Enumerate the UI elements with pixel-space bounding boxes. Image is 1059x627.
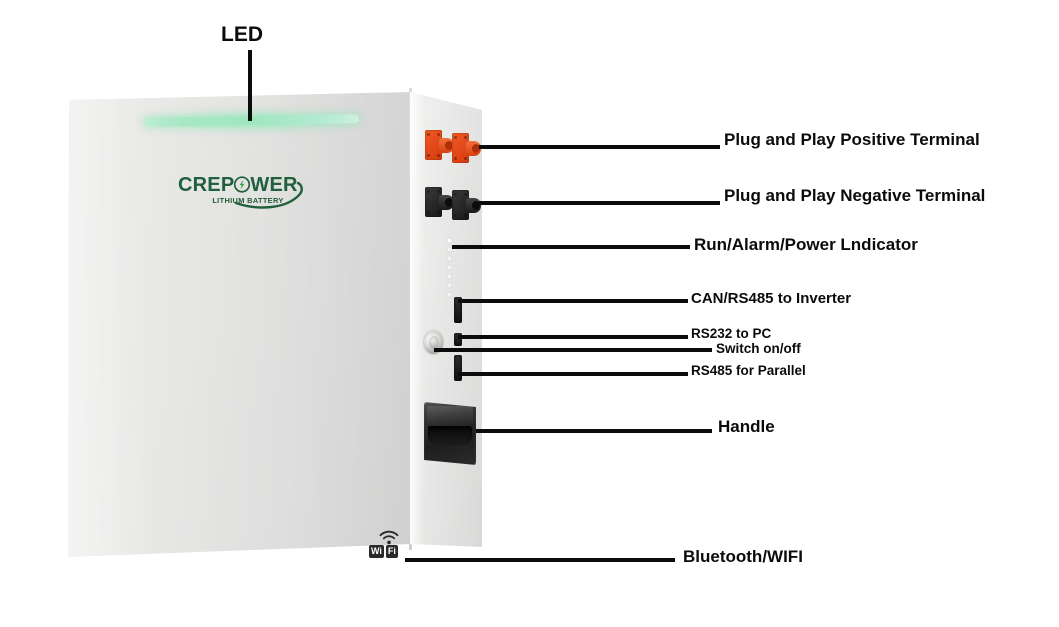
leader-line-bluetooth-wifi [405, 558, 675, 562]
leader-line-rs232 [458, 335, 688, 339]
rs485-parallel-port[interactable] [454, 355, 462, 381]
callout-label-positive: Plug and Play Positive Terminal [724, 130, 980, 149]
lightning-bolt-icon [234, 176, 251, 193]
callout-label-led: LED [221, 23, 263, 46]
carry-handle[interactable] [424, 402, 476, 465]
terminal-barrel [439, 195, 454, 210]
leader-line-indicator [452, 245, 690, 249]
rs232-port[interactable] [454, 333, 462, 346]
indicator-led-soc-3 [447, 283, 452, 288]
indicator-led-power [447, 256, 452, 261]
can-rs485-port[interactable] [454, 297, 462, 323]
terminal-barrel [466, 198, 481, 213]
indicator-led-run [447, 238, 452, 243]
wifi-label: Wi Fi [369, 545, 398, 558]
callout-label-switch: Switch on/off [716, 341, 801, 356]
indicator-led-soc-4 [447, 292, 452, 297]
leader-line-positive [479, 145, 720, 149]
brand-logo: CREP WER LITHIUM BATTERY [178, 173, 303, 209]
battery-front-face [68, 92, 411, 557]
leader-line-switch [434, 348, 712, 352]
wifi-icon [379, 530, 399, 550]
battery-side-highlight [410, 92, 424, 547]
callout-label-handle: Handle [718, 417, 775, 436]
terminal-barrel [466, 141, 481, 156]
leader-line-led [248, 50, 252, 121]
logo-swoosh-icon [234, 180, 304, 215]
indicator-led-soc-1 [447, 265, 452, 270]
terminal-plate [452, 133, 469, 163]
terminal-plate [425, 130, 442, 160]
callout-label-negative: Plug and Play Negative Terminal [724, 186, 986, 205]
indicator-led-soc-2 [447, 274, 452, 279]
logo-subtitle: LITHIUM BATTERY [212, 196, 284, 205]
callout-label-indicator: Run/Alarm/Power Lndicator [694, 235, 918, 254]
logo-word-right: WER [250, 173, 298, 196]
leader-line-can-rs485 [458, 299, 688, 303]
indicator-led-alarm [447, 247, 452, 252]
leader-line-rs485-parallel [458, 372, 688, 376]
callout-label-rs485-parallel: RS485 for Parallel [691, 363, 806, 378]
callout-label-rs232: RS232 to PC [691, 326, 772, 341]
terminal-plate [425, 187, 442, 217]
callout-label-can-rs485: CAN/RS485 to Inverter [691, 290, 852, 307]
bluetooth-wifi-badge: Wi Fi [369, 530, 409, 562]
terminal-plate [452, 190, 469, 220]
handle-grip [428, 426, 472, 445]
status-indicator-leds [447, 238, 457, 301]
logo-wordmark: CREP WER [178, 173, 303, 209]
leader-line-negative [479, 201, 720, 205]
leader-line-handle [476, 429, 712, 433]
terminal-barrel [439, 138, 454, 153]
callout-label-bluetooth-wifi: Bluetooth/WIFI [683, 547, 803, 566]
logo-word-left: CREP [178, 173, 235, 196]
handle-lip [427, 406, 473, 426]
wifi-label-fi: Fi [385, 545, 398, 558]
wifi-label-wi: Wi [369, 545, 384, 558]
